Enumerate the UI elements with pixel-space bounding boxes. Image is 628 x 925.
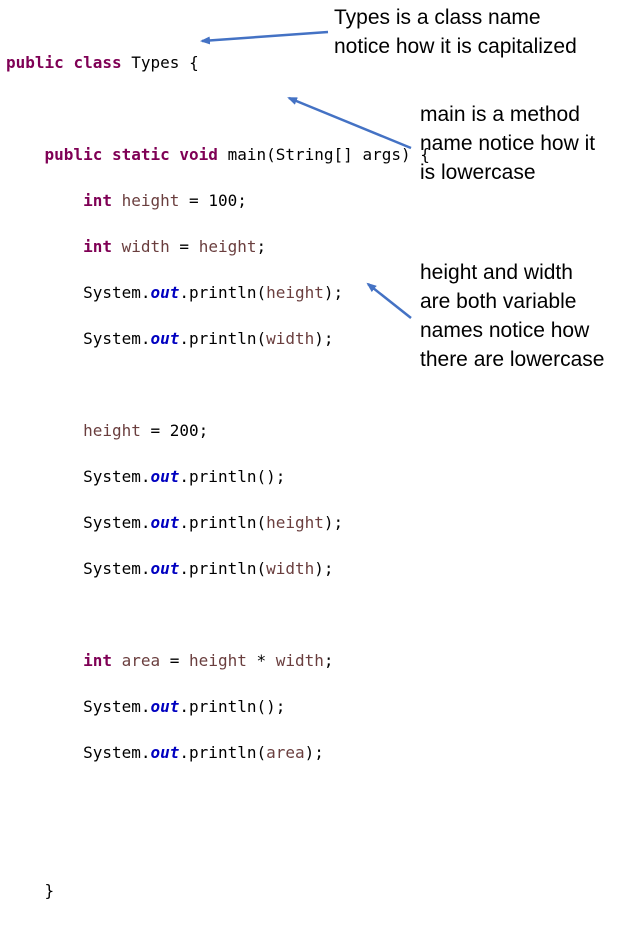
variable-area: area — [121, 651, 161, 670]
println-call: .println( — [179, 743, 267, 762]
field-out: out — [150, 697, 180, 716]
semicolon: ; — [323, 651, 334, 670]
field-out: out — [150, 743, 180, 762]
variable-width: width — [275, 651, 324, 670]
code-line-int-height: int height = 100; — [6, 189, 430, 212]
println-empty-call: .println(); — [179, 467, 286, 486]
code-line-print-empty: System.out.println(); — [6, 695, 430, 718]
code-line-main-decl: public static void main(String[] args) { — [6, 143, 430, 166]
note-line: there are lowercase — [420, 348, 605, 371]
code-line-print-width: System.out.println(width); — [6, 327, 430, 350]
variable-height: height — [83, 421, 141, 440]
code-line-close-brace: } — [6, 879, 430, 902]
literal-200: 200 — [169, 421, 199, 440]
note-line: height and width — [420, 261, 573, 284]
note-line: are both variable — [420, 290, 577, 313]
semicolon: ; — [237, 191, 247, 210]
code-line-blank — [6, 603, 430, 626]
code-line-assign-height: height = 200; — [6, 419, 430, 442]
println-call: .println( — [179, 283, 267, 302]
println-call: .println( — [179, 559, 267, 578]
system-prefix: System. — [83, 559, 151, 578]
code-line-print-height: System.out.println(height); — [6, 511, 430, 534]
code-line-class-decl: public class Types { — [6, 51, 430, 74]
keyword-int: int — [83, 237, 112, 256]
system-prefix: System. — [83, 329, 151, 348]
field-out: out — [150, 559, 180, 578]
multiply-operator: * — [246, 651, 276, 670]
variable-width: width — [121, 237, 170, 256]
open-brace: { — [189, 53, 199, 72]
system-prefix: System. — [83, 467, 151, 486]
field-out: out — [150, 467, 180, 486]
method-name-note: main is a method name notice how it is l… — [420, 100, 595, 187]
assign-operator: = — [160, 651, 190, 670]
variable-height: height — [198, 237, 257, 256]
variable-width: width — [266, 559, 315, 578]
note-line: name notice how it — [420, 132, 596, 155]
variable-height: height — [189, 651, 247, 670]
variable-width: width — [266, 329, 315, 348]
system-prefix: System. — [83, 513, 151, 532]
method-params: (String[] args) { — [266, 145, 430, 164]
system-prefix: System. — [83, 743, 151, 762]
call-close: ); — [314, 559, 334, 578]
note-line: Types is a class name — [334, 6, 541, 29]
code-line-blank — [6, 833, 430, 856]
assign-operator: = — [169, 237, 199, 256]
system-prefix: System. — [83, 697, 151, 716]
println-call: .println( — [179, 513, 267, 532]
code-line-print-empty: System.out.println(); — [6, 465, 430, 488]
call-close: ); — [314, 329, 334, 348]
println-call: .println( — [179, 329, 267, 348]
code-line-print-width: System.out.println(width); — [6, 557, 430, 580]
assign-operator: = — [179, 191, 209, 210]
code-line-print-area: System.out.println(area); — [6, 741, 430, 764]
code-line-print-height: System.out.println(height); — [6, 281, 430, 304]
system-prefix: System. — [83, 283, 151, 302]
variable-name-note: height and width are both variable names… — [420, 258, 604, 374]
note-line: names notice how — [420, 319, 590, 342]
field-out: out — [150, 329, 180, 348]
method-name: main — [227, 145, 267, 164]
variable-area: area — [266, 743, 305, 762]
field-out: out — [150, 513, 180, 532]
variable-height: height — [266, 513, 324, 532]
keyword-static: static — [111, 145, 170, 164]
code-line-int-area: int area = height * width; — [6, 649, 430, 672]
assign-operator: = — [140, 421, 170, 440]
keyword-int: int — [83, 191, 112, 210]
code-line-int-width: int width = height; — [6, 235, 430, 258]
semicolon: ; — [256, 237, 267, 256]
code-listing: public class Types { public static void … — [6, 28, 430, 925]
note-line: main is a method — [420, 103, 580, 126]
call-close: ); — [304, 743, 324, 762]
println-empty-call: .println(); — [179, 697, 286, 716]
field-out: out — [150, 283, 180, 302]
keyword-public: public — [6, 53, 64, 72]
class-name-note: Types is a class name notice how it is c… — [334, 3, 577, 61]
call-close: ); — [323, 513, 344, 532]
keyword-int: int — [83, 651, 112, 670]
semicolon: ; — [198, 421, 209, 440]
note-line: is lowercase — [420, 161, 536, 184]
close-brace: } — [44, 881, 55, 900]
code-line-blank — [6, 787, 430, 810]
note-line: notice how it is capitalized — [334, 35, 577, 58]
code-line-blank — [6, 97, 430, 120]
keyword-class: class — [73, 53, 122, 72]
literal-100: 100 — [208, 191, 238, 210]
code-line-blank — [6, 373, 430, 396]
keyword-public: public — [44, 145, 103, 164]
keyword-void: void — [179, 145, 218, 164]
variable-height: height — [121, 191, 180, 210]
class-name: Types — [131, 53, 180, 72]
variable-height: height — [266, 283, 324, 302]
call-close: ); — [323, 283, 344, 302]
